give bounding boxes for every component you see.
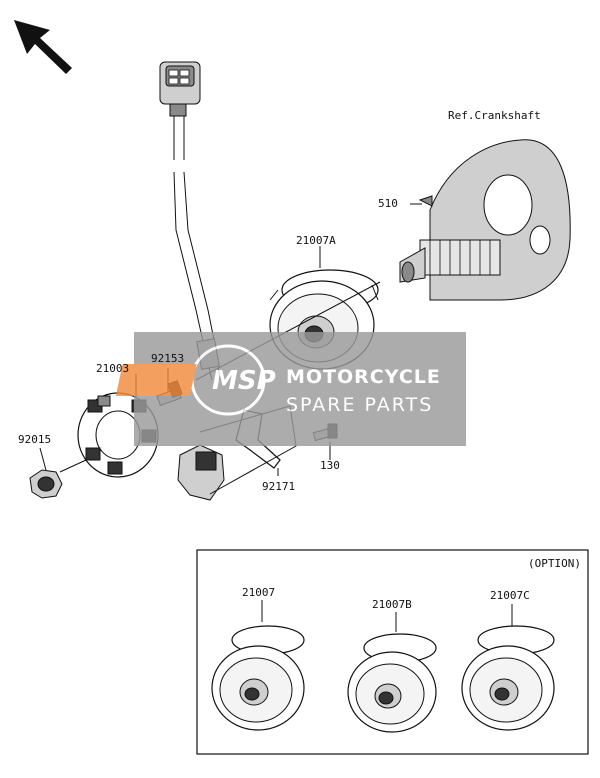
orientation-arrow-icon: [14, 20, 72, 74]
rotor-21007C: [461, 625, 555, 731]
part-label-21003: 21003: [96, 362, 129, 375]
part-label-21007: 21007: [242, 586, 275, 599]
nut-92015: [29, 469, 63, 499]
part-label-21007A: 21007A: [296, 234, 336, 247]
watermark-logo: MSP: [212, 366, 276, 396]
option-label: (OPTION): [528, 557, 581, 570]
option-box: (OPTION) 21007 21007B 21007C: [196, 549, 589, 755]
watermark-line1: MOTORCYCLE: [286, 366, 441, 388]
rotor-21007: [211, 625, 305, 731]
part-label-21007C: 21007C: [490, 589, 530, 602]
watermark-line2: SPARE PARTS: [286, 394, 433, 416]
part-label-92171: 92171: [262, 480, 295, 493]
watermark: MSP MOTORCYCLE SPARE PARTS: [115, 332, 466, 446]
part-label-130: 130: [320, 459, 340, 472]
ref-crankshaft-label: Ref.Crankshaft: [448, 109, 541, 122]
crankshaft-reference: [399, 139, 571, 301]
part-label-21007B: 21007B: [372, 598, 412, 611]
part-label-92153: 92153: [151, 352, 184, 365]
part-label-510: 510: [378, 197, 398, 210]
rotor-21007B: [347, 633, 437, 733]
part-label-92015: 92015: [18, 433, 51, 446]
